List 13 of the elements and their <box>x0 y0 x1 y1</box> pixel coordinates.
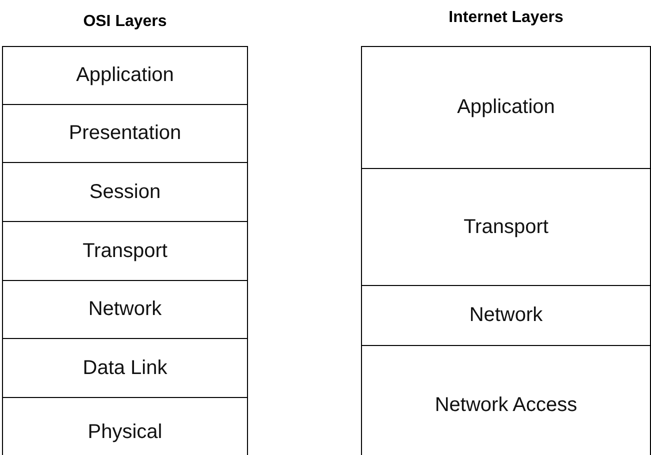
layer-name: Presentation <box>68 122 182 145</box>
layer-name: Application <box>76 64 174 87</box>
layer-name: Data Link <box>82 356 168 380</box>
layer-name: Network Access <box>434 394 578 417</box>
layer-name: Transport <box>464 216 548 238</box>
column-heading: OSI Layers <box>82 12 168 32</box>
layer-name: Network <box>88 298 162 321</box>
column-heading: Internet Layers <box>448 8 564 28</box>
layer-name: Application <box>457 96 555 119</box>
layer-name: Physical <box>88 421 162 444</box>
layer-name: Network <box>469 304 543 327</box>
layer-name: Session <box>89 180 161 204</box>
layer-name: Transport <box>82 240 168 262</box>
